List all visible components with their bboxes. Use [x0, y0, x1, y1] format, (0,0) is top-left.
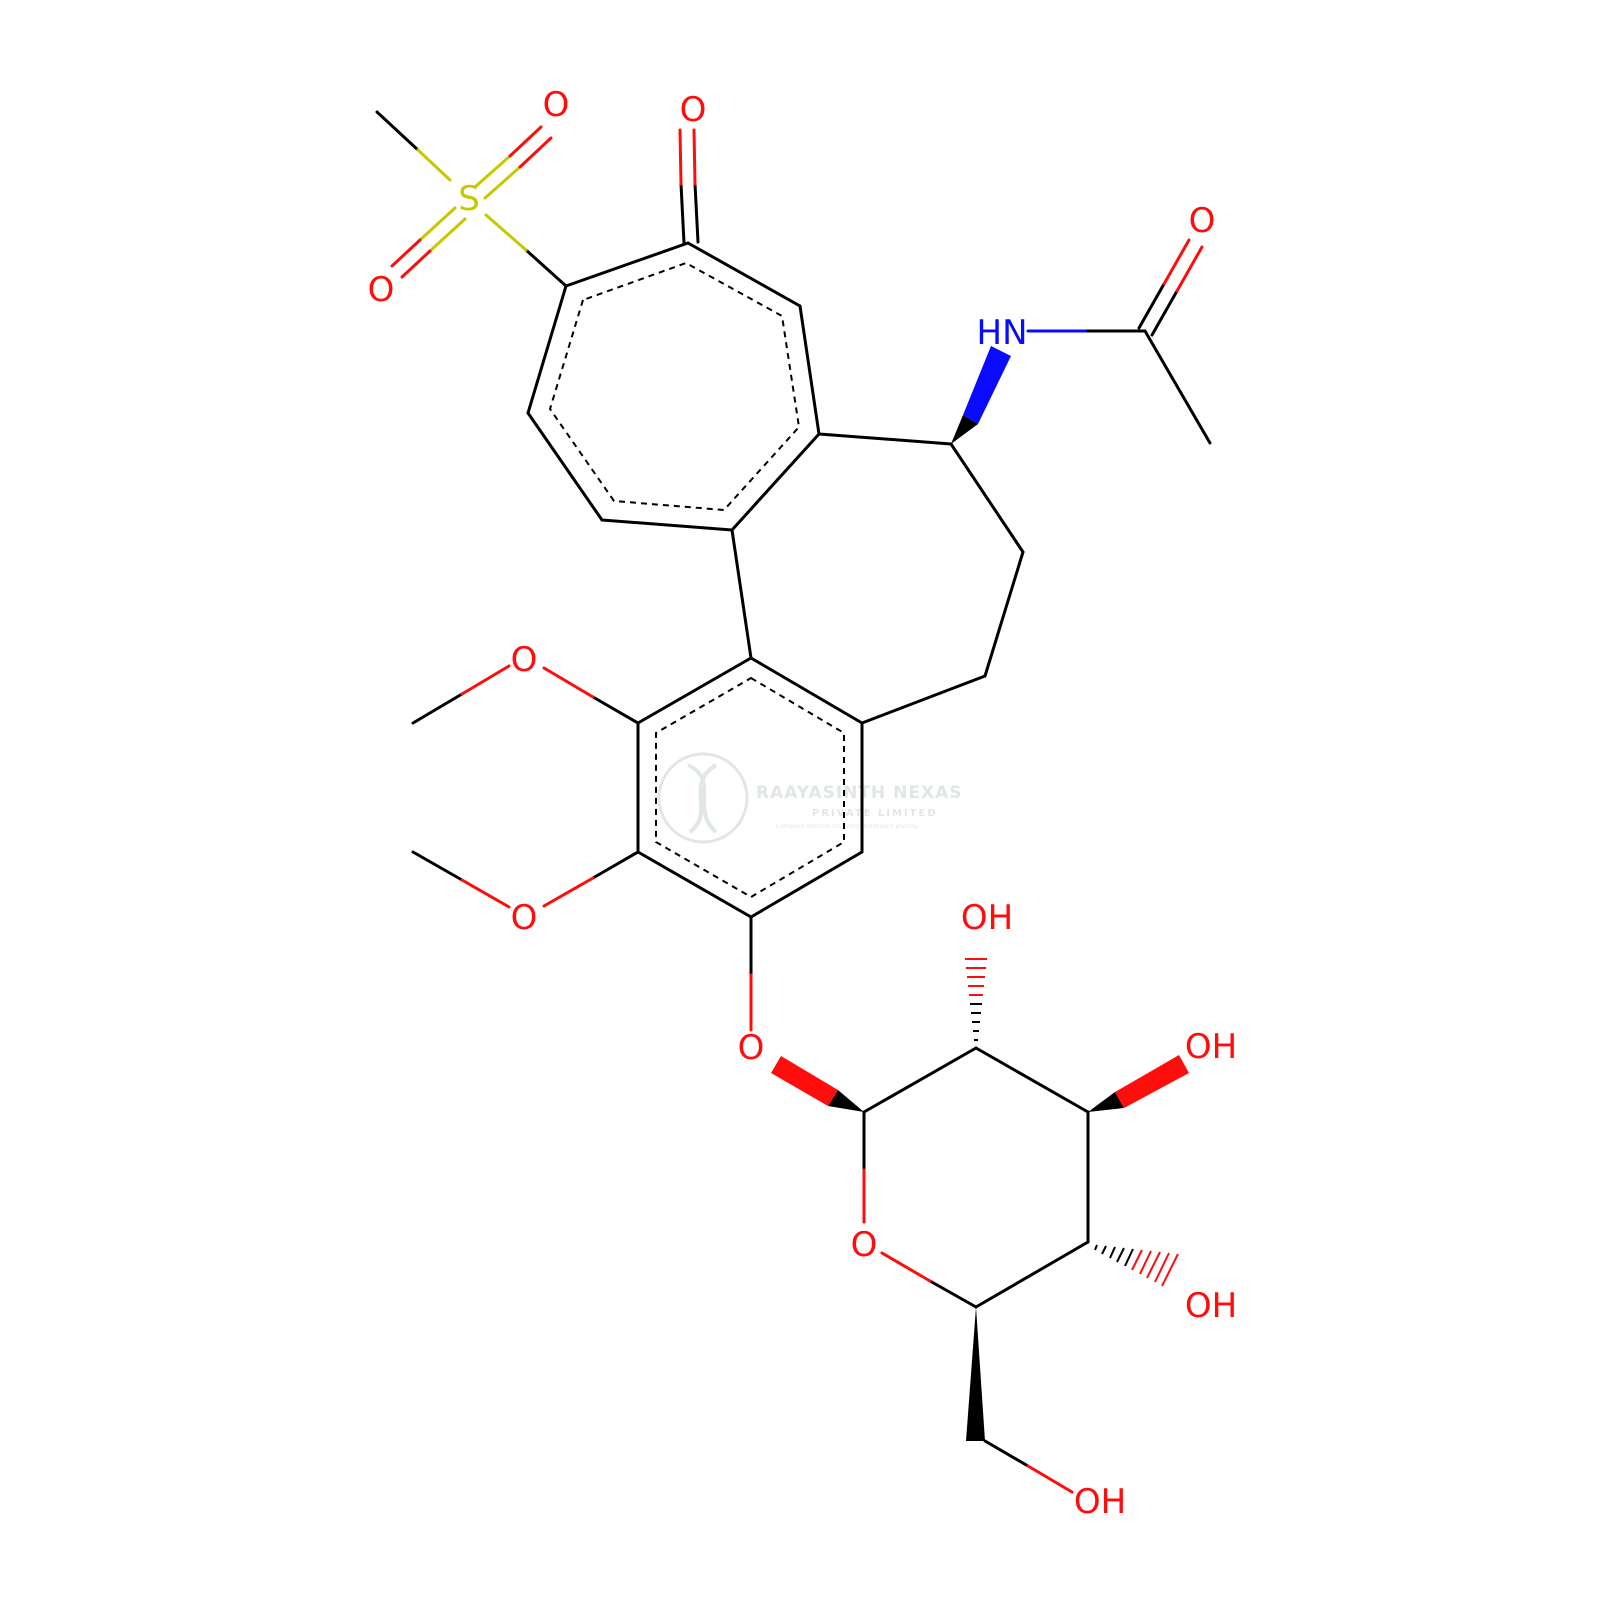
- bond: [749, 656, 864, 725]
- bond: [473, 154, 512, 189]
- bond: [400, 249, 432, 279]
- bond: [798, 304, 821, 436]
- wedge-bond: [828, 1090, 864, 1112]
- bond: [1175, 245, 1204, 293]
- bond: [375, 110, 420, 152]
- bond: [692, 128, 697, 186]
- bond: [693, 182, 700, 244]
- watermark-tagline: Complete solution for every molecule's j…: [776, 823, 919, 830]
- oxygen-label: O: [1189, 201, 1216, 241]
- hash-bond: [1094, 1244, 1134, 1267]
- hydroxyl-label: OH: [961, 898, 1013, 938]
- bond: [974, 1046, 1090, 1114]
- bond: [1026, 1464, 1074, 1494]
- bond: [730, 528, 753, 660]
- bond: [678, 128, 683, 186]
- wedge-bond: [771, 1056, 838, 1106]
- bond: [524, 248, 568, 288]
- oxygen-label: O: [368, 270, 395, 310]
- bond: [526, 284, 568, 415]
- hash-bond: [965, 958, 987, 996]
- bond: [860, 674, 987, 725]
- sulfur-label: S: [458, 179, 480, 219]
- hydroxyl-label: OH: [1074, 1482, 1126, 1522]
- wedge-bonds: [771, 346, 1189, 1441]
- bond: [411, 692, 464, 725]
- bond: [418, 206, 457, 242]
- aromatic-ring-dashes: [655, 676, 845, 899]
- bond: [928, 1279, 978, 1309]
- aromatic-dashes: [548, 261, 845, 899]
- watermark-company: RAAYASINTH NEXAS: [756, 783, 963, 803]
- wedge-bond: [951, 415, 978, 444]
- hash-bond: [970, 1003, 982, 1041]
- wedge-bond: [963, 346, 1011, 424]
- oxygen-label: O: [738, 1028, 765, 1068]
- wedge-bond: [1115, 1055, 1189, 1108]
- bond: [460, 878, 511, 909]
- bond: [600, 518, 734, 532]
- bond: [749, 850, 864, 919]
- bond: [636, 656, 753, 725]
- bond: [411, 850, 464, 882]
- bond: [508, 125, 543, 158]
- bond: [686, 241, 802, 308]
- watermark: RAAYASINTH NEXAS PRIVATE LIMITED Complet…: [657, 752, 963, 844]
- bond: [974, 1240, 1090, 1309]
- oxygen-label: O: [851, 1225, 878, 1265]
- aromatic-ring-dashes: [548, 261, 801, 512]
- bond: [636, 850, 753, 919]
- bond: [730, 432, 821, 532]
- bond: [460, 664, 511, 696]
- oxygen-label: O: [543, 85, 570, 125]
- wedge-bond: [966, 1307, 985, 1441]
- bond: [1137, 282, 1166, 330]
- bond: [518, 136, 553, 169]
- bond: [484, 213, 528, 252]
- bond: [817, 432, 953, 446]
- watermark-logo-icon: [657, 752, 749, 844]
- hash-bonds: [965, 958, 1179, 1287]
- bond: [679, 182, 686, 245]
- bond: [949, 442, 1025, 554]
- bond: [483, 165, 522, 200]
- bond: [880, 1251, 932, 1283]
- bond: [862, 1046, 978, 1114]
- bond: [1143, 329, 1212, 445]
- bond: [1162, 238, 1191, 286]
- hydroxyl-label: OH: [1185, 1286, 1237, 1326]
- atom-labels: S O O O HN O O O O O OH OH OH OH: [368, 85, 1238, 1522]
- colored-bonds: [390, 125, 1204, 1494]
- oxygen-label: O: [680, 90, 707, 130]
- bond: [1150, 289, 1179, 337]
- oxygen-label: O: [511, 640, 538, 680]
- watermark-helix-icon: [687, 763, 718, 834]
- bond-lines: [375, 110, 1212, 1468]
- bond: [591, 850, 640, 880]
- oxygen-label: O: [511, 898, 538, 938]
- bond: [526, 411, 604, 522]
- watermark-subtitle: PRIVATE LIMITED: [812, 808, 938, 819]
- bond: [428, 217, 467, 253]
- nitrogen-label: HN: [977, 313, 1028, 353]
- bond: [542, 666, 595, 699]
- wedge-bond: [1088, 1092, 1124, 1112]
- hash-bond: [1131, 1249, 1179, 1287]
- bond: [591, 695, 640, 725]
- bond: [983, 1439, 1030, 1468]
- bond: [542, 876, 595, 908]
- bond: [416, 148, 452, 182]
- bond: [983, 550, 1025, 678]
- bond: [564, 241, 690, 288]
- hydroxyl-label: OH: [1185, 1027, 1237, 1067]
- bond: [390, 238, 422, 268]
